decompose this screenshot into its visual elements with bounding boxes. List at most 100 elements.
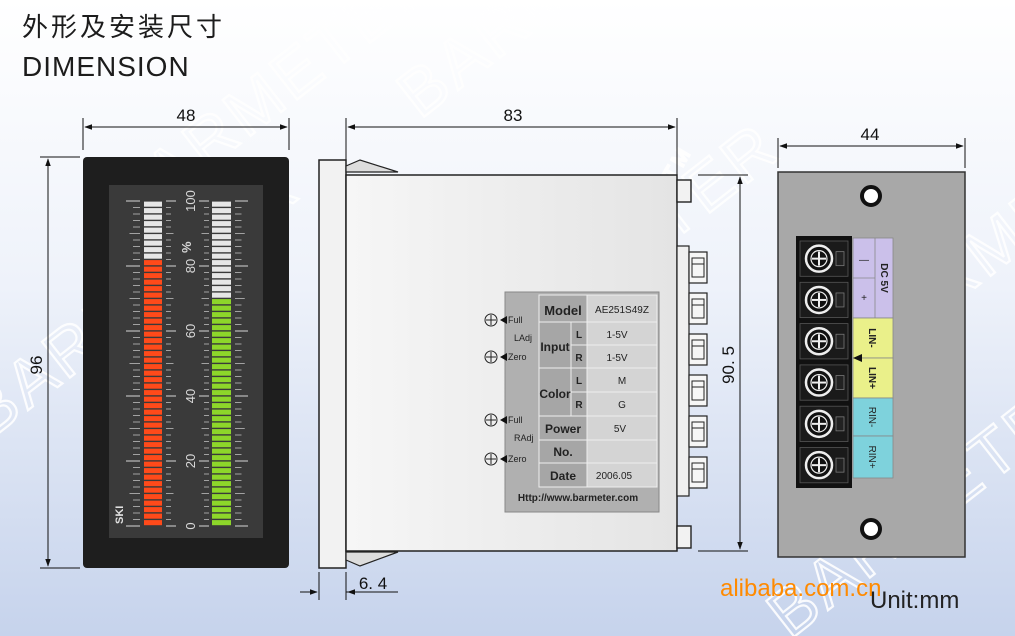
scale-label: 60 — [183, 324, 198, 338]
input-r-key: R — [575, 353, 583, 364]
left-bar-segment — [144, 513, 162, 519]
color-key: Color — [539, 387, 571, 401]
right-bar-segment — [212, 344, 231, 350]
arrow-icon — [500, 353, 507, 361]
side-terminal — [688, 251, 708, 284]
dim-bezel: 6. 4 — [359, 574, 387, 593]
right-bar-segment — [212, 279, 231, 285]
right-bar-segment — [212, 429, 231, 435]
left-bar-segment — [144, 338, 162, 344]
right-bar-segment — [212, 286, 231, 292]
term-rin-plus: RIN+ — [866, 445, 877, 468]
left-bar-segment — [144, 260, 162, 266]
right-bar-segment — [212, 474, 231, 480]
right-bar-segment — [212, 312, 231, 318]
arrow-icon — [853, 354, 862, 362]
left-bar-segment — [144, 455, 162, 461]
page-title-cn: 外形及安装尺寸 — [22, 13, 225, 43]
left-bar-segment — [144, 208, 162, 214]
date-key: Date — [550, 469, 576, 483]
left-bar-segment — [144, 377, 162, 383]
scale-label: 20 — [183, 454, 198, 468]
left-bar-segment — [144, 273, 162, 279]
right-bar-segment — [212, 396, 231, 402]
rear-terminal-strip — [796, 236, 852, 488]
right-bar-segment — [212, 260, 231, 266]
screw-inner-ring — [810, 250, 828, 268]
left-bar-segment — [144, 429, 162, 435]
right-bar-segment — [212, 468, 231, 474]
side-terminal — [688, 456, 708, 489]
left-bar-segment — [144, 403, 162, 409]
right-bar-segment — [212, 409, 231, 415]
terminal-clamp — [835, 333, 845, 349]
left-bar-segment — [144, 240, 162, 246]
color-r-value: G — [618, 400, 626, 411]
scale-label: 0 — [183, 522, 198, 529]
top-clip — [676, 179, 692, 203]
adj-left-zero: Zero — [508, 352, 527, 362]
side-terminal-screw — [691, 462, 705, 483]
side-terminal-screw — [691, 380, 705, 401]
adj-left-name: LAdj — [514, 333, 532, 343]
screw-inner-ring — [810, 373, 828, 392]
left-bar-segment — [144, 396, 162, 402]
right-bar-segment — [212, 383, 231, 389]
arrow-icon — [500, 455, 507, 463]
right-bar-segment — [212, 520, 231, 526]
power-key: Power — [545, 422, 581, 436]
right-bar-segment — [212, 364, 231, 370]
right-bar-segment — [212, 351, 231, 357]
left-bar-segment — [144, 247, 162, 253]
front-screen — [109, 185, 263, 538]
dim-side-depth: 83 — [504, 106, 523, 125]
left-bar-segment — [144, 364, 162, 370]
right-bar-segment — [212, 455, 231, 461]
term-rin-minus: RIN- — [866, 407, 877, 428]
left-bar-segment — [144, 435, 162, 441]
side-bezel — [318, 159, 347, 569]
side-terminal-screw — [691, 339, 705, 360]
adj-right-full: Full — [508, 415, 523, 425]
terminal-clamp — [835, 251, 845, 267]
adjuster-right: Full RAdj Zero — [484, 413, 534, 466]
terminal-clamp — [835, 457, 845, 473]
color-l-value: M — [618, 376, 626, 387]
right-bar-segment — [212, 208, 231, 214]
side-terminal-block — [676, 245, 708, 497]
model-value: AE251S49Z — [595, 305, 649, 316]
right-bar-segment — [212, 416, 231, 422]
side-terminal — [688, 415, 708, 448]
left-bar-segment — [144, 318, 162, 324]
right-bar-segment — [212, 292, 231, 298]
right-bar-segment — [212, 422, 231, 428]
dim-front-width: 48 — [177, 106, 196, 125]
adj-left-full: Full — [508, 315, 523, 325]
left-bar-segment — [144, 201, 162, 207]
adj-right-zero: Zero — [508, 454, 527, 464]
left-bar-segment — [144, 520, 162, 526]
right-bar-segment — [212, 370, 231, 376]
terminal-labels: — + DC 5V LIN- LIN+ RIN- RIN+ — [852, 237, 894, 479]
left-bar-segment — [144, 448, 162, 454]
right-bar-segment — [212, 338, 231, 344]
color-l-key: L — [576, 376, 582, 387]
left-bar-segment — [144, 299, 162, 305]
right-bar-segment — [212, 201, 231, 207]
left-bar-segment — [144, 292, 162, 298]
input-r-value: 1-5V — [606, 353, 627, 364]
scale-label: 100 — [183, 190, 198, 212]
percent-unit-label: % — [179, 241, 194, 253]
right-bar-segment — [212, 461, 231, 467]
right-bar-segment — [212, 247, 231, 253]
scale-label: 40 — [183, 389, 198, 403]
right-bar-segment — [212, 234, 231, 240]
side-terminal-base — [676, 245, 690, 497]
left-bar-segment — [144, 221, 162, 227]
screw-inner-ring — [810, 291, 828, 309]
right-bar-segment — [212, 435, 231, 441]
right-bar-segment — [212, 331, 231, 337]
